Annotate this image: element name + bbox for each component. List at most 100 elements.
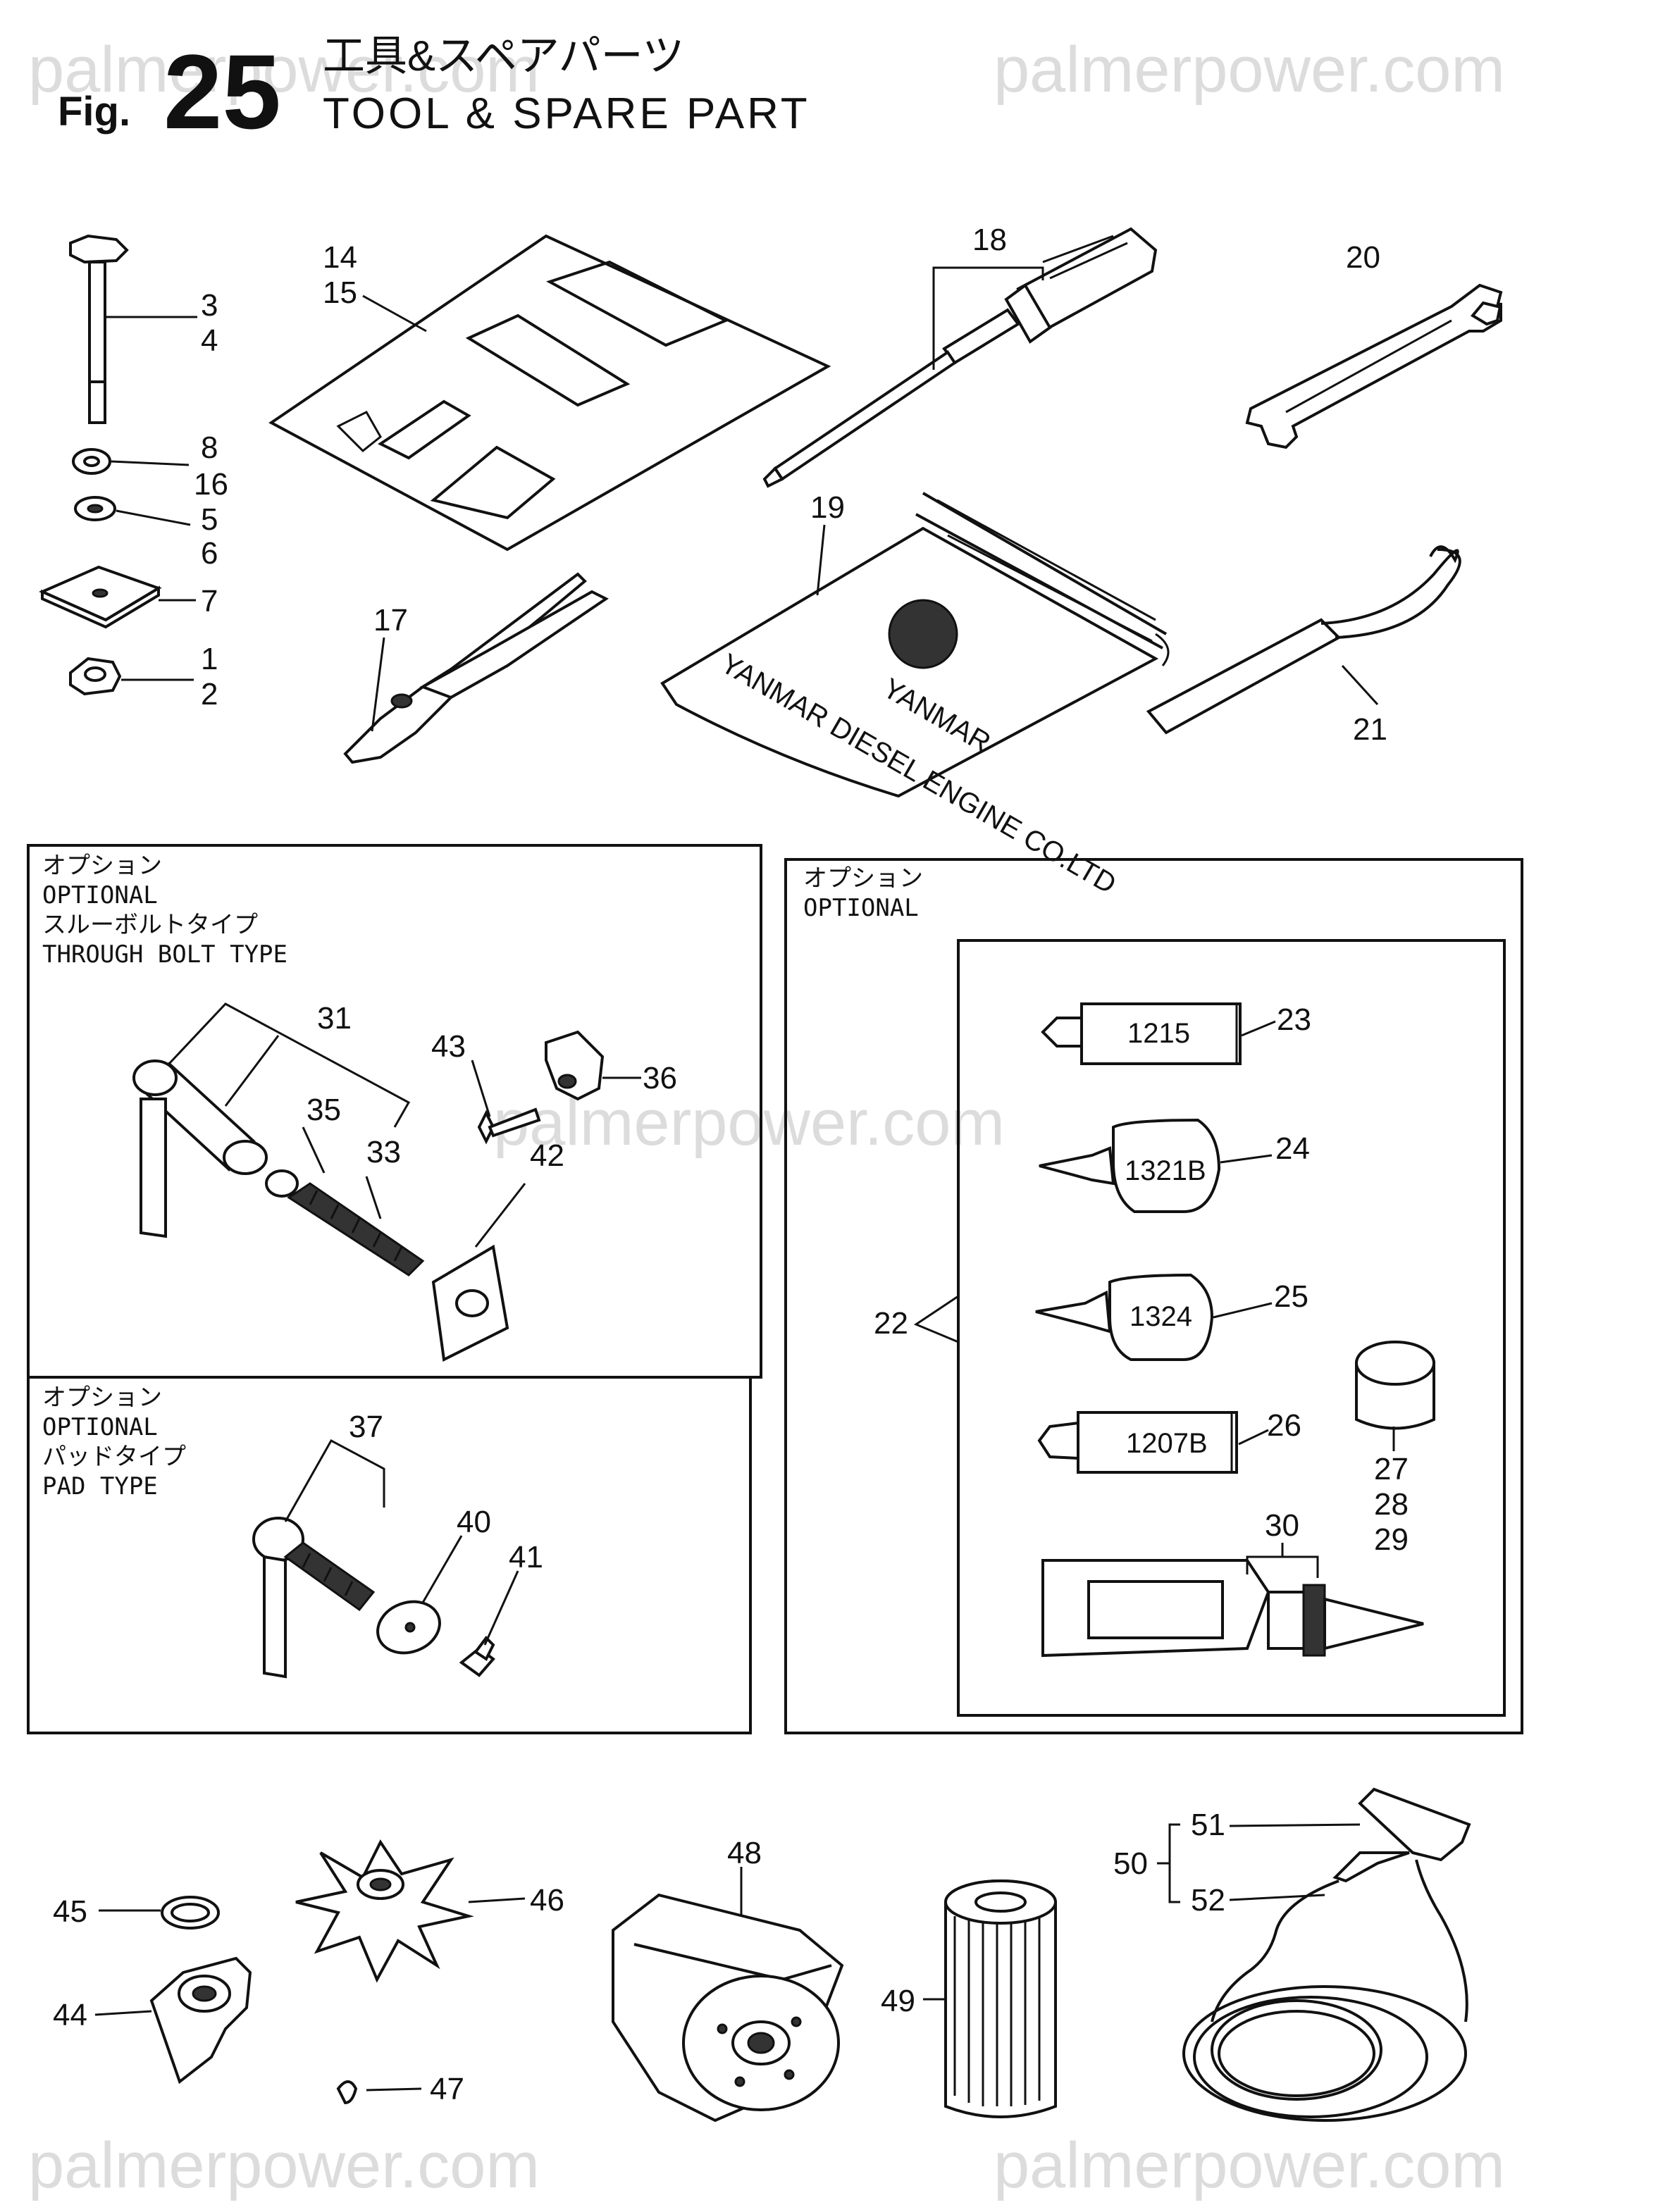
callout-46: 46 — [530, 1883, 564, 1918]
fig-prefix: Fig. — [58, 89, 130, 135]
pad-type-section-box — [27, 1376, 752, 1734]
callout-1: 1 — [201, 642, 218, 676]
callout-41: 41 — [509, 1540, 543, 1574]
callout-28: 28 — [1374, 1487, 1409, 1522]
callout-7: 7 — [201, 584, 218, 619]
sealants-inner-box — [957, 939, 1506, 1717]
pad-type-section-caption: オプション OPTIONAL パッドタイプ PAD TYPE — [42, 1384, 186, 1500]
callout-45: 45 — [53, 1894, 87, 1929]
watermark-bottom-left: palmerpower.com — [28, 2130, 540, 2201]
sealant-tube-1207b: 1207B — [1037, 1411, 1269, 1474]
callout-18: 18 — [972, 223, 1007, 257]
callout-17: 17 — [373, 603, 408, 638]
callout-26: 26 — [1267, 1408, 1301, 1443]
callout-5: 5 — [201, 502, 218, 537]
grease-tube-part — [1041, 1543, 1424, 1658]
figure-header: Fig. 25 工具&スペアパーツ TOOL & SPARE PART — [58, 32, 810, 151]
callout-20: 20 — [1346, 240, 1380, 275]
callout-21: 21 — [1353, 712, 1387, 747]
callout-22: 22 — [874, 1306, 908, 1341]
spanner-wrench-part — [1245, 283, 1503, 449]
through-bolt-jp-type: スルーボルトタイプ — [42, 911, 258, 939]
pad-en-option: OPTIONAL — [42, 1413, 158, 1441]
bolt-part — [69, 234, 197, 424]
sealant-bottle-1324: 1324 — [1035, 1273, 1273, 1361]
callout-25: 25 — [1274, 1279, 1308, 1314]
fuel-filter-element-part — [923, 1879, 1057, 2118]
title-japanese: 工具&スペアパーツ — [323, 32, 684, 80]
sealant-jar-part — [1355, 1341, 1435, 1451]
pad-disc-part — [376, 1535, 463, 1655]
callout-8: 8 — [201, 430, 218, 465]
water-pump-impeller-part — [295, 1839, 526, 1983]
starter-rope-part — [1157, 1787, 1471, 2122]
sealants-section-caption: オプション OPTIONAL — [803, 864, 923, 922]
bracket-and-screw-part — [471, 1030, 641, 1145]
sealant-bottle-1321b: 1321B — [1039, 1118, 1273, 1213]
flat-washer-part — [74, 496, 191, 526]
callout-3: 3 — [201, 288, 218, 323]
lock-washer-part — [72, 448, 190, 475]
title-english: TOOL & SPARE PART — [323, 89, 810, 138]
callout-29: 29 — [1374, 1522, 1409, 1557]
callout-52: 52 — [1191, 1883, 1225, 1918]
callout-19: 19 — [810, 490, 845, 525]
callout-14: 14 — [323, 240, 357, 275]
callout-16: 16 — [194, 467, 228, 502]
fig-number: 25 — [163, 32, 281, 151]
square-pad-plate-part — [431, 1183, 526, 1362]
callout-6: 6 — [201, 536, 218, 571]
callout-50: 50 — [1113, 1846, 1148, 1881]
callout-15: 15 — [323, 275, 357, 310]
sealant-tube-1215: 1215 — [1041, 1002, 1276, 1065]
callout-42: 42 — [530, 1138, 564, 1173]
watermark-top-left: palmerpower.com — [28, 34, 540, 106]
sealants-jp-option: オプション — [803, 864, 923, 893]
pad-jp-option: オプション — [42, 1384, 162, 1412]
pad-en-type: PAD TYPE — [42, 1472, 158, 1500]
impeller-key-part — [336, 2080, 422, 2105]
square-plate-part — [39, 565, 196, 629]
through-bolt-section-caption: オプション OPTIONAL スルーボルトタイプ THROUGH BOLT TY… — [42, 852, 287, 969]
watermark-bottom-right: palmerpower.com — [994, 2130, 1505, 2201]
callout-37: 37 — [349, 1410, 383, 1444]
through-bolt-en-option: OPTIONAL — [42, 881, 158, 909]
pad-screw-part — [459, 1570, 519, 1677]
tool-bag-part: YANMAR YANMAR DIESEL ENGINE CO.LTD — [660, 492, 1170, 900]
through-bolt-assembly-part — [132, 1002, 425, 1276]
watermark-top-right: palmerpower.com — [994, 34, 1505, 106]
callout-30: 30 — [1265, 1508, 1299, 1543]
hex-nut-part — [69, 657, 194, 696]
callout-47: 47 — [430, 2072, 464, 2106]
sealants-section-box — [784, 858, 1523, 1734]
callout-23: 23 — [1277, 1002, 1311, 1037]
impeller-housing-part — [94, 1956, 252, 2084]
hook-spanner-part — [1146, 545, 1461, 735]
tube-label-1324: 1324 — [1130, 1301, 1192, 1332]
pad-jp-type: パッドタイプ — [42, 1443, 186, 1471]
callout-48: 48 — [727, 1836, 762, 1870]
tube-label-1207b: 1207B — [1126, 1428, 1208, 1459]
callout-40: 40 — [457, 1505, 491, 1539]
o-ring-part — [99, 1896, 220, 1930]
sealants-en-option: OPTIONAL — [803, 894, 919, 922]
screwdriver-part — [762, 227, 1158, 488]
through-bolt-en-type: THROUGH BOLT TYPE — [42, 940, 287, 969]
callout-51: 51 — [1191, 1808, 1225, 1842]
callout-36: 36 — [643, 1061, 677, 1095]
callout-24: 24 — [1275, 1131, 1310, 1166]
tube-label-1321b: 1321B — [1125, 1155, 1206, 1186]
callout-31: 31 — [317, 1001, 352, 1036]
callout-44: 44 — [53, 1998, 87, 2032]
callout-43: 43 — [431, 1029, 466, 1064]
watermark-center: palmerpower.com — [493, 1087, 1005, 1159]
callout-22-bracket — [913, 1295, 959, 1343]
pad-bolt-assembly-part — [252, 1439, 385, 1679]
callout-2: 2 — [201, 677, 218, 712]
pliers-part — [343, 572, 609, 764]
callout-33: 33 — [366, 1135, 401, 1169]
callout-35: 35 — [307, 1093, 341, 1127]
oil-filter-part — [612, 1867, 844, 2123]
